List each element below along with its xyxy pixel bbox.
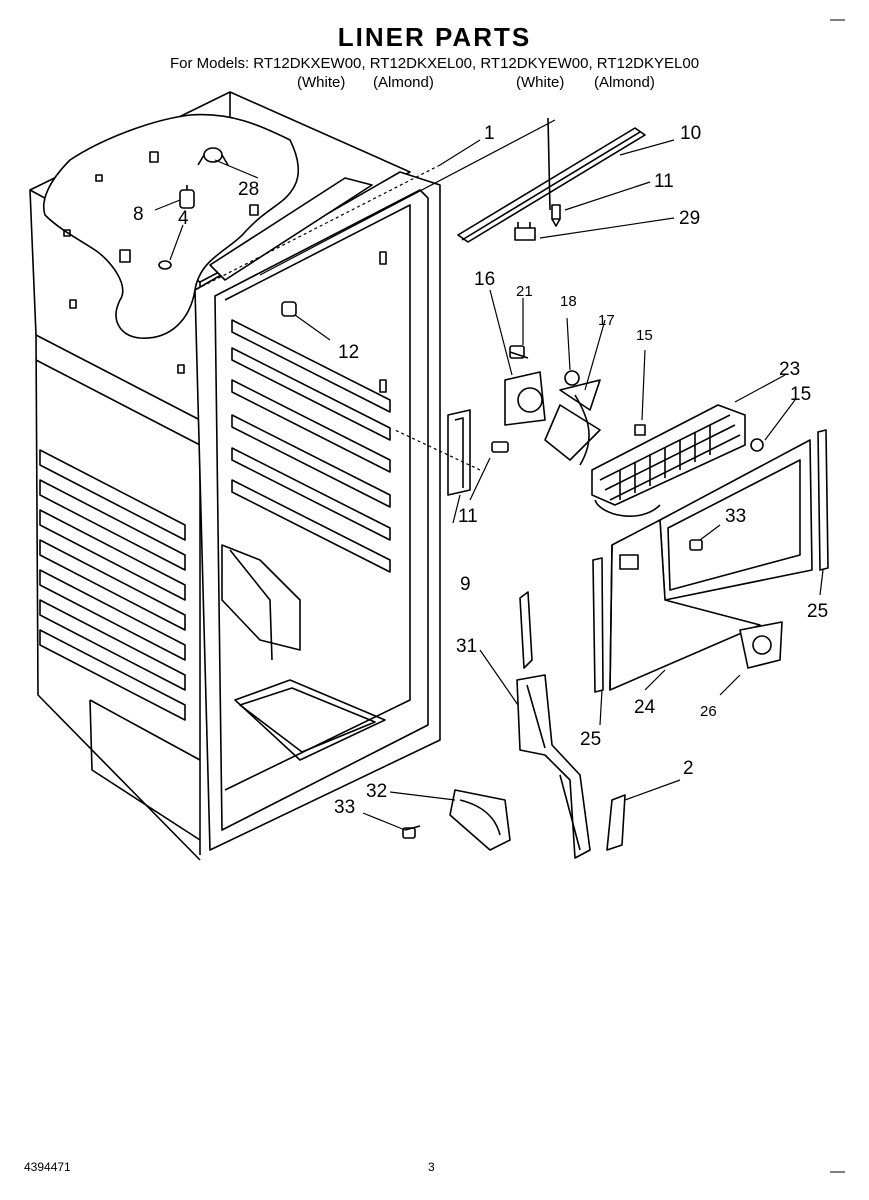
cabinet-liner <box>29 91 441 861</box>
drain-trough <box>516 591 626 859</box>
page-number: 3 <box>428 1160 435 1174</box>
back-panel <box>592 429 829 693</box>
callout-32: 32 <box>366 781 387 802</box>
callout-29: 29 <box>679 208 700 229</box>
callout-12: 12 <box>338 342 359 363</box>
callout-33-left: 33 <box>334 797 355 818</box>
callout-9: 9 <box>460 574 471 595</box>
callout-labels: 1 10 11 29 28 8 4 12 16 21 18 17 15 23 1… <box>133 123 828 818</box>
rail-assembly <box>457 117 646 243</box>
callout-11-mid: 11 <box>458 506 478 527</box>
callout-8: 8 <box>133 204 144 225</box>
callout-15-right: 15 <box>790 384 811 405</box>
leader-lines <box>154 119 824 831</box>
callout-25-right: 25 <box>807 601 828 622</box>
callout-25-left: 25 <box>580 729 601 750</box>
callout-23: 23 <box>779 359 800 380</box>
callout-11-top: 11 <box>654 171 674 192</box>
color-label-almond-2: (Almond) <box>594 74 655 91</box>
callout-33-right: 33 <box>725 506 746 527</box>
callout-10: 10 <box>680 123 701 144</box>
callout-26: 26 <box>700 703 717 720</box>
page-title: LINER PARTS <box>337 22 532 52</box>
callout-16: 16 <box>474 269 495 290</box>
callout-4: 4 <box>178 208 189 229</box>
model-list: For Models: RT12DKXEW00, RT12DKXEL00, RT… <box>169 55 700 72</box>
callout-1: 1 <box>484 123 495 144</box>
callout-31: 31 <box>456 636 477 657</box>
callout-2: 2 <box>683 758 694 779</box>
color-label-white-2: (White) <box>516 74 565 91</box>
callout-28: 28 <box>238 179 259 200</box>
air-duct-grill <box>591 404 764 517</box>
fan-motor-assembly <box>447 345 646 496</box>
document-number: 4394471 <box>24 1160 71 1174</box>
callout-15-upper: 15 <box>636 327 653 344</box>
callout-18: 18 <box>560 293 577 310</box>
callout-21: 21 <box>516 283 533 300</box>
bracket-and-screw <box>402 789 511 851</box>
callout-17: 17 <box>598 312 615 329</box>
small-parts-top-left <box>158 147 297 317</box>
color-label-white-1: (White) <box>297 74 346 91</box>
callout-24: 24 <box>634 697 656 718</box>
color-label-almond-1: (Almond) <box>373 74 434 91</box>
